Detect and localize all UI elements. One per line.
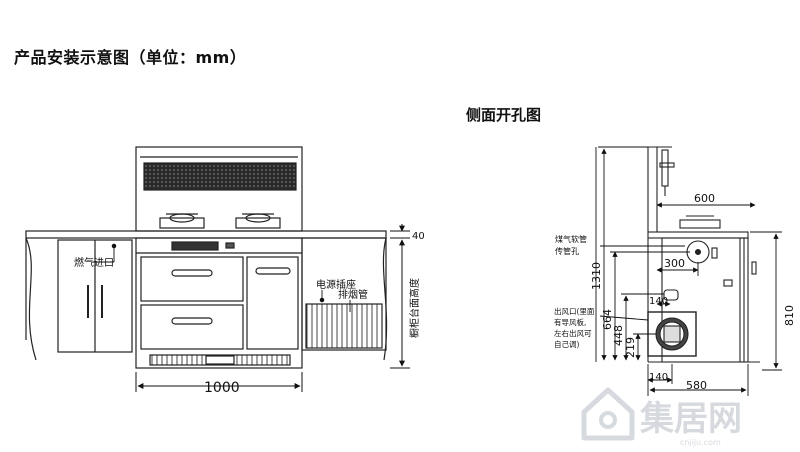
dim-580: 580 [686, 379, 707, 392]
gas-hose-label-line2: 传管孔 [555, 246, 579, 256]
dim-219: 219 [624, 337, 637, 358]
watermark-url: cnjiju.com [680, 438, 721, 447]
width-dimension: 1000 [204, 380, 240, 396]
side-view [647, 146, 760, 363]
burner-right-icon [235, 213, 281, 229]
air-outlet-label-line3: 左右出风可 [554, 328, 592, 338]
side-door [246, 256, 299, 350]
page-title: 产品安装示意图（单位：mm） [14, 48, 247, 67]
upper-drawer [140, 256, 244, 302]
side-burner-icon [679, 219, 721, 229]
house-icon [581, 387, 635, 441]
lower-drawer [140, 304, 244, 350]
dim-448: 448 [612, 325, 625, 346]
control-panel [171, 241, 219, 251]
countertop [25, 230, 387, 239]
air-outlet-label-line1: 出风口(里面 [554, 306, 595, 316]
cabinet-height-label: 橱柜台面高度 [408, 278, 421, 338]
watermark-logo: 集居网 cnjiju.com [581, 387, 742, 447]
dim-140-top: 140 [649, 296, 668, 307]
gas-hose-label-line1: 煤气软管 [555, 234, 587, 244]
side-view-title: 侧面开孔图 [466, 106, 542, 124]
dim-664: 664 [601, 309, 614, 330]
gas-inlet-label: 燃气进口 [74, 256, 114, 269]
dim-300: 300 [664, 257, 685, 270]
dim-600: 600 [694, 192, 715, 205]
power-socket-label: 电源插座 [316, 278, 356, 291]
dim-140-bottom: 140 [649, 372, 668, 383]
dim-1310: 1310 [590, 262, 603, 290]
front-view [25, 146, 388, 369]
exhaust-pipe-label: 排烟管 [338, 288, 368, 301]
air-outlet-label-line2: 有导风板, [554, 317, 586, 327]
side-countertop [647, 231, 749, 239]
burner-left-icon [159, 213, 205, 229]
hood-vent-grille [143, 162, 297, 191]
watermark-brand: 集居网 [639, 399, 742, 439]
air-outlet-label-line4: 自己调) [554, 339, 579, 349]
dim-810: 810 [783, 305, 796, 326]
exhaust-slats [305, 303, 383, 349]
top-offset-dimension: 40 [412, 231, 425, 242]
right-cabinet [301, 237, 387, 351]
